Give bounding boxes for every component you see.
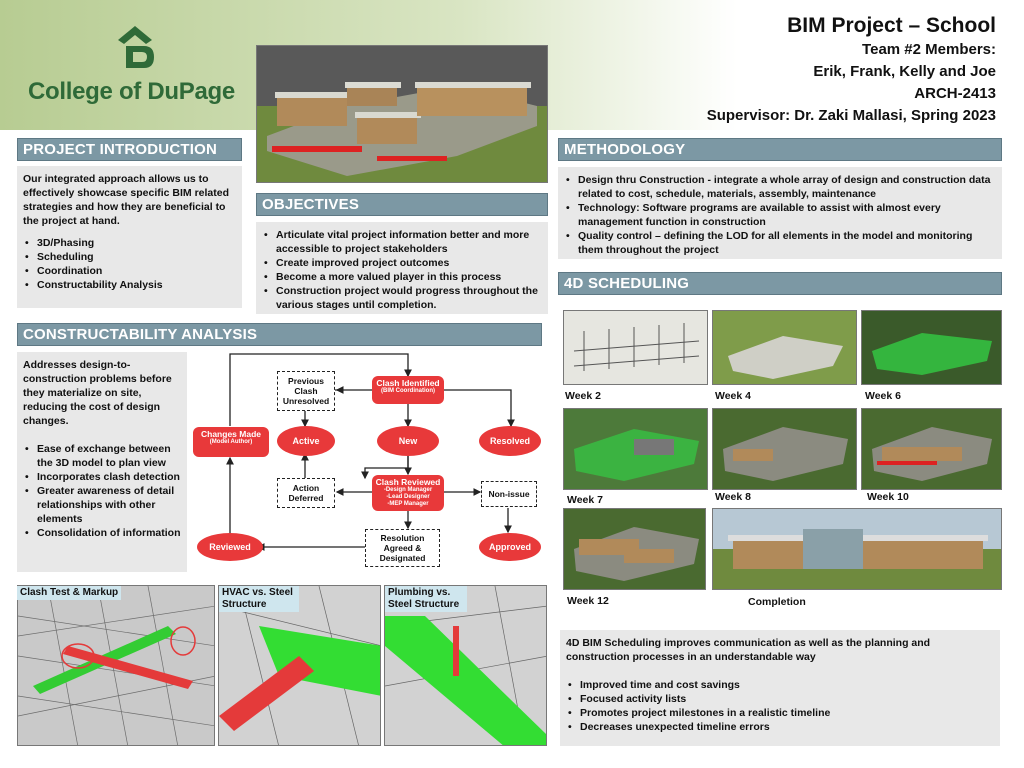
clash-reviewed-sub: -Design Manager <box>383 487 433 493</box>
course-code: ARCH-2413 <box>914 85 996 102</box>
approved-node: Approved <box>479 533 541 561</box>
team-label: Team #2 Members: <box>862 41 996 58</box>
week-10-caption: Week 10 <box>867 491 909 503</box>
completion-image <box>712 508 1002 590</box>
hvac-label: HVAC vs. Steel Structure <box>219 586 299 612</box>
constructability-panel: Addresses design-to-construction problem… <box>17 352 187 572</box>
clash-flow-arrows <box>226 353 515 551</box>
intro-item: Coordination <box>23 264 236 278</box>
constructability-item: Incorporates clash detection <box>23 470 181 484</box>
intro-item: 3D/Phasing <box>23 236 236 250</box>
constructability-text: Addresses design-to-construction problem… <box>23 359 172 427</box>
intro-item: Scheduling <box>23 250 236 264</box>
scheduling-panel: 4D BIM Scheduling improves communication… <box>560 630 1000 746</box>
clash-test-image <box>17 585 215 746</box>
week-2-caption: Week 2 <box>565 390 601 402</box>
scheduling-item: Improved time and cost savings <box>566 678 994 692</box>
previous-clash-node: Previous Clash Unresolved <box>277 371 335 411</box>
supervisor: Supervisor: Dr. Zaki Mallasi, Spring 202… <box>706 107 996 124</box>
intro-item: Constructability Analysis <box>23 278 236 292</box>
changes-made-sub: (Model Author) <box>209 439 253 445</box>
college-name: College of DuPage <box>28 78 235 105</box>
objectives-panel: Articulate vital project information bet… <box>256 222 548 314</box>
completion-caption: Completion <box>748 596 806 608</box>
intro-text: Our integrated approach allows us to eff… <box>23 173 230 227</box>
intro-panel: Our integrated approach allows us to eff… <box>17 166 242 308</box>
week-12-caption: Week 12 <box>567 595 609 607</box>
scheduling-heading: 4D SCHEDULING <box>558 272 1002 295</box>
week-6-image <box>861 310 1002 385</box>
active-node: Active <box>277 426 335 456</box>
action-deferred-node: Action Deferred <box>277 478 335 508</box>
clash-reviewed-label: Clash Reviewed <box>375 477 441 487</box>
constructability-item: Greater awareness of detail relationship… <box>23 484 181 526</box>
non-issue-node: Non-issue <box>481 481 537 507</box>
clash-test-label: Clash Test & Markup <box>17 586 122 600</box>
changes-made-label: Changes Made <box>201 429 261 439</box>
scheduling-item: Decreases unexpected timeline errors <box>566 720 994 734</box>
scheduling-item: Promotes project milestones in a realist… <box>566 706 994 720</box>
clash-identified-sub: (BIM Coordination) <box>381 388 435 394</box>
methodology-item: Technology: Software programs are availa… <box>564 201 996 229</box>
clash-reviewed-node: Clash Reviewed -Design Manager -Lead Des… <box>372 475 444 511</box>
week-2-image <box>563 310 708 385</box>
week-8-caption: Week 8 <box>715 491 751 503</box>
constructability-heading: CONSTRUCTABILITY ANALYSIS <box>17 323 542 346</box>
clash-reviewed-sub: -Lead Designer <box>386 494 430 500</box>
week-8-image <box>712 408 857 490</box>
new-node: New <box>377 426 439 456</box>
scheduling-summary: 4D BIM Scheduling improves communication… <box>566 637 931 663</box>
scheduling-item: Focused activity lists <box>566 692 994 706</box>
week-7-image <box>563 408 708 490</box>
project-title: BIM Project – School <box>787 14 996 37</box>
intro-heading: PROJECT INTRODUCTION <box>17 138 242 161</box>
resolved-node: Resolved <box>479 426 541 456</box>
constructability-item: Ease of exchange between the 3D model to… <box>23 442 181 470</box>
objective-item: Articulate vital project information bet… <box>262 228 542 256</box>
plumbing-label: Plumbing vs. Steel Structure <box>385 586 467 612</box>
objective-item: Construction project would progress thro… <box>262 284 542 312</box>
team-members: Erik, Frank, Kelly and Joe <box>813 63 996 80</box>
changes-made-node: Changes Made (Model Author) <box>193 427 269 457</box>
week-12-image <box>563 508 706 590</box>
week-10-image <box>861 408 1002 490</box>
week-4-caption: Week 4 <box>715 390 751 402</box>
title-block: BIM Project – School Team #2 Members: Er… <box>707 12 996 127</box>
hero-rendering <box>256 45 548 183</box>
hvac-image <box>218 585 381 746</box>
methodology-panel: Design thru Construction - integrate a w… <box>558 167 1002 259</box>
clash-identified-node: Clash Identified (BIM Coordination) <box>372 376 444 404</box>
week-7-caption: Week 7 <box>567 494 603 506</box>
methodology-item: Quality control – defining the LOD for a… <box>564 229 996 257</box>
objectives-heading: OBJECTIVES <box>256 193 548 216</box>
reviewed-node: Reviewed <box>197 533 263 561</box>
objective-item: Become a more valued player in this proc… <box>262 270 542 284</box>
constructability-item: Consolidation of information <box>23 526 181 540</box>
methodology-heading: METHODOLOGY <box>558 138 1002 161</box>
week-6-caption: Week 6 <box>865 390 901 402</box>
resolution-node: Resolution Agreed & Designated <box>365 529 440 567</box>
clash-identified-label: Clash Identified <box>376 378 440 388</box>
week-4-image <box>712 310 857 385</box>
methodology-item: Design thru Construction - integrate a w… <box>564 173 996 201</box>
clash-reviewed-sub: -MEP Manager <box>387 501 429 507</box>
college-logo-icon <box>118 26 154 68</box>
objective-item: Create improved project outcomes <box>262 256 542 270</box>
